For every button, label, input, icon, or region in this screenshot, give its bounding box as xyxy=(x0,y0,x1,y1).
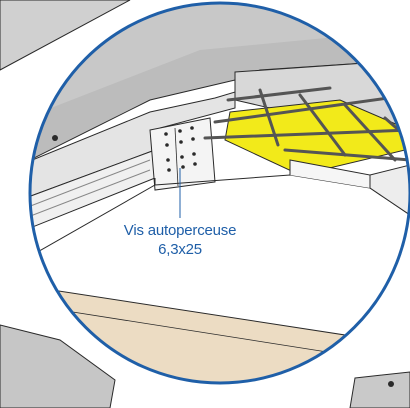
wire-mesh xyxy=(203,86,410,162)
callout-line-1: Vis autoperceuse xyxy=(123,222,237,239)
top-slab-outside xyxy=(0,0,131,71)
bottom-right-slab-outside xyxy=(349,371,410,408)
magnifier-circle xyxy=(28,1,410,385)
panel-screw-icon xyxy=(52,135,58,141)
screw-head xyxy=(388,381,394,387)
screw-callout: Vis autoperceuse 6,3x25 xyxy=(95,221,265,259)
callout-line-2: 6,3x25 xyxy=(158,241,202,258)
vertical-post xyxy=(149,117,216,191)
self-drilling-screws xyxy=(164,126,197,172)
bottom-slab-outside xyxy=(0,324,116,408)
